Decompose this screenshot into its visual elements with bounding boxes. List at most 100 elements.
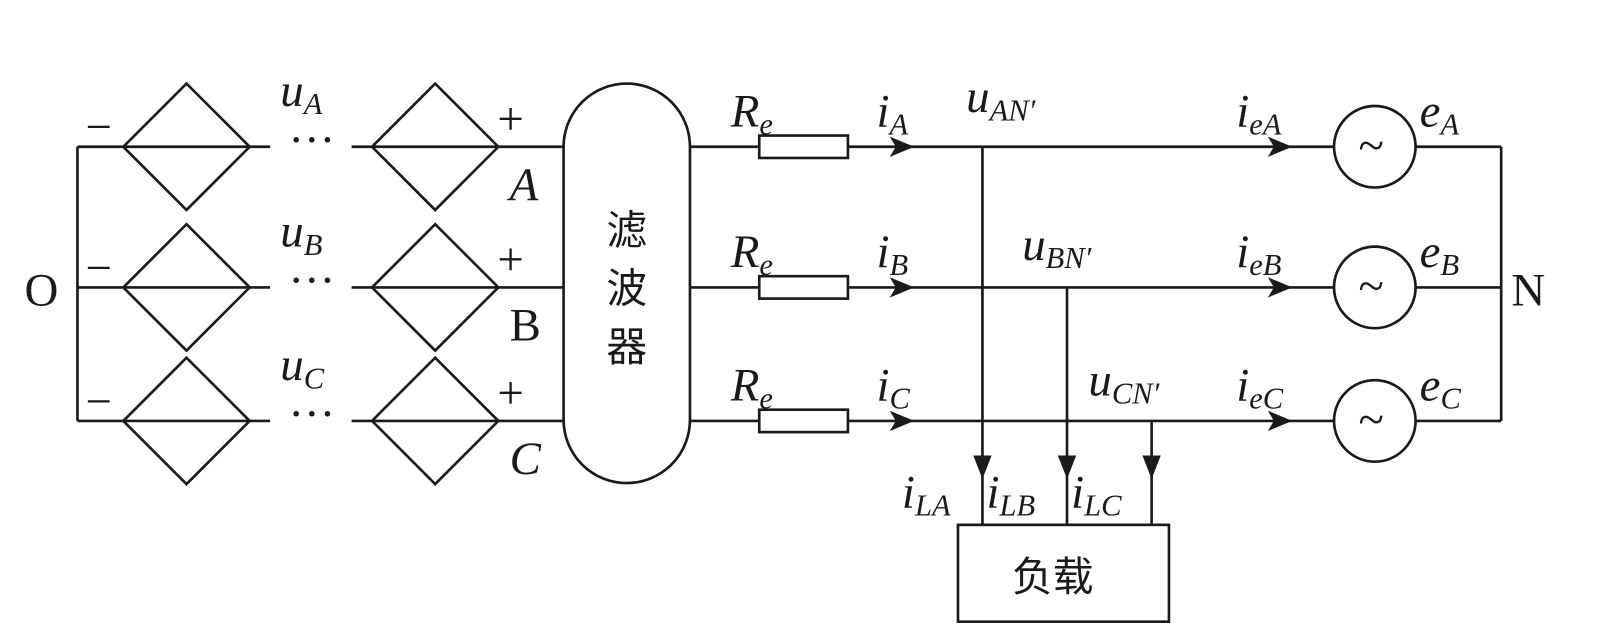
resistor-label-main: R [730, 85, 760, 137]
source-voltage-label: uC [280, 339, 324, 395]
dependent-source-icon [370, 355, 501, 486]
phase-a: −+···A~ [77, 81, 1502, 212]
resistor-label: Re [730, 226, 773, 282]
resistor-icon [757, 274, 850, 300]
load-current-label-sub: LC [1083, 489, 1122, 523]
resistor-label-sub: e [759, 108, 773, 142]
minus-sign: − [86, 376, 112, 428]
grid-emf-label-sub: C [1440, 382, 1461, 416]
ellipsis: ··· [288, 114, 335, 166]
arrow-down-icon [973, 455, 992, 479]
arrow-down-icon [1057, 455, 1077, 479]
grid-emf-label: eC [1420, 360, 1462, 416]
load-current-label-main: i [987, 467, 1000, 519]
dependent-source-icon [121, 81, 252, 212]
grid-current-label-sub: eB [1249, 248, 1281, 282]
grid-current-label: ieA [1236, 85, 1282, 141]
line-current-label-main: i [876, 360, 889, 412]
line-current-label-main: i [876, 85, 889, 137]
grid-current-label-sub: eA [1249, 108, 1282, 142]
resistor-label-main: R [730, 360, 760, 412]
minus-sign: − [86, 102, 112, 154]
source-voltage-label-main: u [280, 65, 303, 117]
source-voltage-label-sub: A [302, 87, 323, 121]
node-voltage-label-main: u [966, 71, 989, 123]
resistor-label-sub: e [759, 382, 773, 416]
grid-emf-label-main: e [1420, 85, 1441, 137]
source-voltage-label: uB [280, 206, 322, 262]
line-current-label: iB [876, 226, 908, 282]
node-voltage-label-sub: AN′ [988, 93, 1037, 127]
filter-char-2: 波 [606, 265, 647, 313]
resistor-label-sub: e [759, 248, 773, 282]
node-voltage-label: uCN′ [1088, 354, 1160, 410]
resistor-label: Re [730, 85, 773, 141]
wiring [76, 82, 1503, 623]
arrow-right-icon [1267, 136, 1293, 157]
ellipsis: ··· [288, 388, 335, 440]
dependent-source-icon [370, 222, 501, 353]
node-voltage-label: uBN′ [1022, 219, 1092, 275]
source-voltage-label-main: u [280, 339, 303, 391]
load-label: 负载 [1012, 553, 1094, 601]
node-voltage-label-sub: BN′ [1046, 241, 1093, 275]
phase-b: −+···B~ [77, 222, 1502, 353]
resistor-label: Re [730, 360, 773, 416]
labels: O N 滤 波 器 负载 [24, 207, 1545, 602]
node-voltage-label-main: u [1088, 354, 1111, 406]
node-n-label: N [1511, 265, 1545, 317]
tilde-symbol: ~ [1359, 394, 1384, 446]
filter-char-3: 器 [606, 323, 647, 371]
grid-current-label: ieC [1236, 360, 1284, 416]
grid-emf-label-sub: B [1440, 248, 1459, 282]
node-o-label: O [24, 265, 58, 317]
filter-char-1: 滤 [606, 207, 647, 255]
resistor-label-main: R [730, 226, 760, 278]
node-voltage-label-main: u [1022, 219, 1045, 271]
arrow-right-icon [1267, 410, 1293, 432]
tilde-symbol: ~ [1359, 120, 1384, 172]
line-current-label: iC [876, 360, 910, 416]
grid-current-label-main: i [1236, 85, 1249, 137]
terminal-label: C [510, 433, 542, 485]
grid-emf-label-sub: A [1438, 108, 1459, 142]
source-voltage-label-sub: C [304, 361, 325, 395]
grid-emf-label: eB [1420, 226, 1459, 282]
grid-emf-label: eA [1420, 85, 1460, 141]
terminal-label: A [507, 159, 539, 211]
plus-sign: + [497, 94, 523, 146]
load-current-label: iLC [1071, 467, 1122, 523]
dependent-source-icon [121, 355, 252, 486]
line-current-label-sub: B [889, 248, 908, 282]
grid-emf-label-main: e [1420, 360, 1441, 412]
grid-current-label-main: i [1236, 226, 1249, 278]
source-voltage-label-sub: B [304, 228, 323, 262]
node-voltage-label-sub: CN′ [1112, 377, 1161, 411]
resistor-icon [757, 134, 850, 160]
phase-c: −+···C~ [77, 355, 1502, 486]
dependent-source-icon [121, 222, 252, 353]
arrow-right-icon [889, 136, 915, 157]
line-current-label-sub: C [889, 382, 910, 416]
tilde-symbol: ~ [1359, 261, 1384, 313]
grid-current-label-sub: eC [1249, 382, 1284, 416]
grid-current-label-main: i [1236, 360, 1249, 412]
arrow-right-icon [1267, 277, 1293, 298]
load-current-label-main: i [1071, 467, 1084, 519]
arrow-down-icon [1142, 455, 1161, 479]
filter-block [562, 82, 692, 485]
arrow-right-icon [889, 277, 915, 298]
plus-sign: + [497, 234, 523, 286]
grid-current-label: ieB [1236, 226, 1281, 282]
load-block [956, 523, 1171, 623]
line-current-label-main: i [876, 226, 889, 278]
source-voltage-label: uA [280, 65, 322, 121]
source-voltage-label-main: u [280, 206, 303, 258]
terminal-label: B [510, 299, 541, 351]
plus-sign: + [497, 368, 523, 420]
minus-sign: − [86, 242, 112, 294]
resistor-icon [757, 408, 850, 434]
arrow-right-icon [889, 410, 915, 432]
line-current-label: iA [876, 85, 908, 141]
